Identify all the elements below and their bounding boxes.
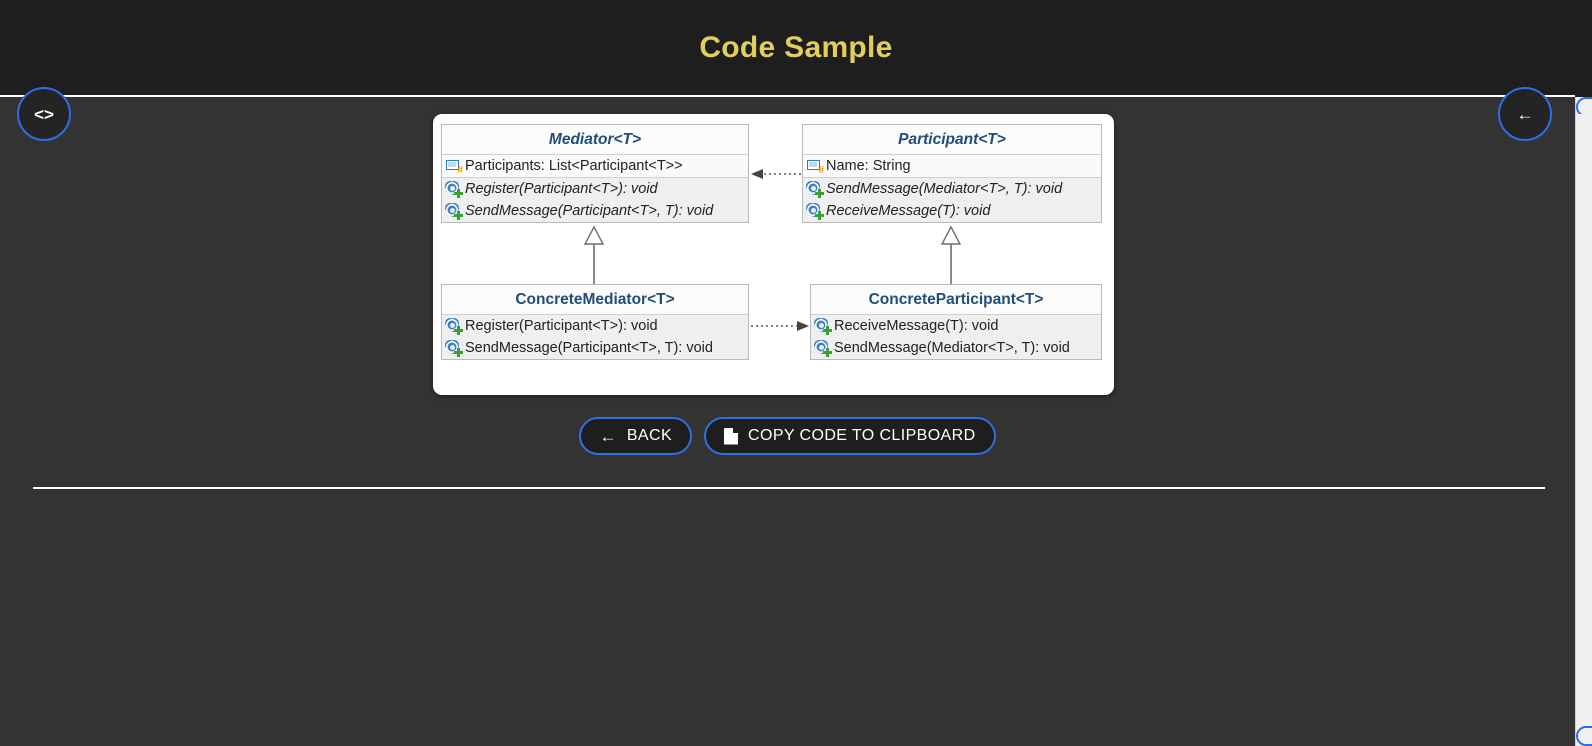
uml-class-concrete-participant[interactable]: ConcreteParticipant<T> ReceiveMessage(T)… (810, 284, 1102, 360)
uml-method-text: Register(Participant<T>): void (465, 181, 658, 197)
copy-code-button-label: COPY CODE TO CLIPBOARD (748, 427, 976, 444)
uml-class-diagram: Mediator<T> # Participants: List<Partici… (433, 114, 1114, 395)
uml-field-text: Name: String (826, 158, 911, 174)
uml-method-text: ReceiveMessage(T): void (834, 318, 999, 334)
uml-method-row: SendMessage(Participant<T>, T): void (442, 200, 748, 222)
code-toggle-button[interactable]: <> (17, 87, 71, 141)
arrow-left-icon: ← (599, 426, 617, 446)
uml-method-row: SendMessage(Participant<T>, T): void (442, 337, 748, 359)
method-icon (815, 340, 832, 357)
scrollbar-track[interactable] (1576, 114, 1592, 729)
uml-diagram-panel: Mediator<T> # Participants: List<Partici… (433, 114, 1114, 395)
uml-method-compartment: Register(Participant<T>): void SendMessa… (442, 178, 748, 222)
page-header: Code Sample (0, 0, 1592, 97)
uml-method-compartment: Register(Participant<T>): void SendMessa… (442, 315, 748, 359)
uml-method-row: Register(Participant<T>): void (442, 178, 748, 200)
uml-method-compartment: ReceiveMessage(T): void SendMessage(Medi… (811, 315, 1101, 359)
arrow-left-icon: ← (1516, 104, 1534, 124)
scrollbar-top-filler (1575, 0, 1592, 97)
code-brackets-icon: <> (34, 104, 54, 124)
page-title: Code Sample (699, 30, 893, 64)
field-icon: # (446, 158, 463, 176)
uml-field-text: Participants: List<Participant<T>> (465, 158, 683, 174)
uml-method-row: ReceiveMessage(T): void (811, 315, 1101, 337)
back-button[interactable]: ← BACK (579, 417, 693, 455)
uml-class-title: ConcreteParticipant<T> (811, 285, 1101, 315)
method-icon (446, 340, 463, 357)
section-divider (33, 487, 1545, 489)
method-icon (446, 203, 463, 220)
uml-class-title: Mediator<T> (442, 125, 748, 155)
uml-class-concrete-mediator[interactable]: ConcreteMediator<T> Register(Participant… (441, 284, 749, 360)
uml-class-participant[interactable]: Participant<T> # Name: String SendMessag… (802, 124, 1102, 223)
uml-field-compartment: # Name: String (803, 155, 1101, 178)
field-icon: # (807, 158, 824, 176)
uml-class-title: ConcreteMediator<T> (442, 285, 748, 315)
uml-method-text: ReceiveMessage(T): void (826, 203, 991, 219)
uml-method-text: SendMessage(Participant<T>, T): void (465, 340, 713, 356)
method-icon (807, 181, 824, 198)
vertical-scrollbar[interactable] (1575, 97, 1592, 746)
method-icon (446, 318, 463, 335)
uml-field-row: # Participants: List<Participant<T>> (442, 155, 748, 177)
main-content: Mediator<T> # Participants: List<Partici… (0, 99, 1575, 746)
uml-method-text: SendMessage(Participant<T>, T): void (465, 203, 714, 219)
copy-code-button[interactable]: COPY CODE TO CLIPBOARD (704, 417, 996, 455)
document-icon (724, 427, 739, 445)
uml-field-row: # Name: String (803, 155, 1101, 177)
method-icon (815, 318, 832, 335)
scroll-down-arrow-icon[interactable] (1576, 726, 1592, 746)
uml-method-text: Register(Participant<T>): void (465, 318, 658, 334)
method-icon (807, 203, 824, 220)
uml-method-row: SendMessage(Mediator<T>, T): void (811, 337, 1101, 359)
action-bar: ← BACK COPY CODE TO CLIPBOARD (0, 417, 1575, 455)
uml-method-text: SendMessage(Mediator<T>, T): void (834, 340, 1070, 356)
method-icon (446, 181, 463, 198)
uml-field-compartment: # Participants: List<Participant<T>> (442, 155, 748, 178)
uml-method-row: Register(Participant<T>): void (442, 315, 748, 337)
uml-connectors (583, 169, 962, 331)
uml-class-mediator[interactable]: Mediator<T> # Participants: List<Partici… (441, 124, 749, 223)
back-floating-button[interactable]: ← (1498, 87, 1552, 141)
uml-class-title: Participant<T> (803, 125, 1101, 155)
uml-method-compartment: SendMessage(Mediator<T>, T): void Receiv… (803, 178, 1101, 222)
back-button-label: BACK (626, 427, 673, 444)
uml-method-text: SendMessage(Mediator<T>, T): void (826, 181, 1063, 197)
uml-method-row: ReceiveMessage(T): void (803, 200, 1101, 222)
uml-method-row: SendMessage(Mediator<T>, T): void (803, 178, 1101, 200)
